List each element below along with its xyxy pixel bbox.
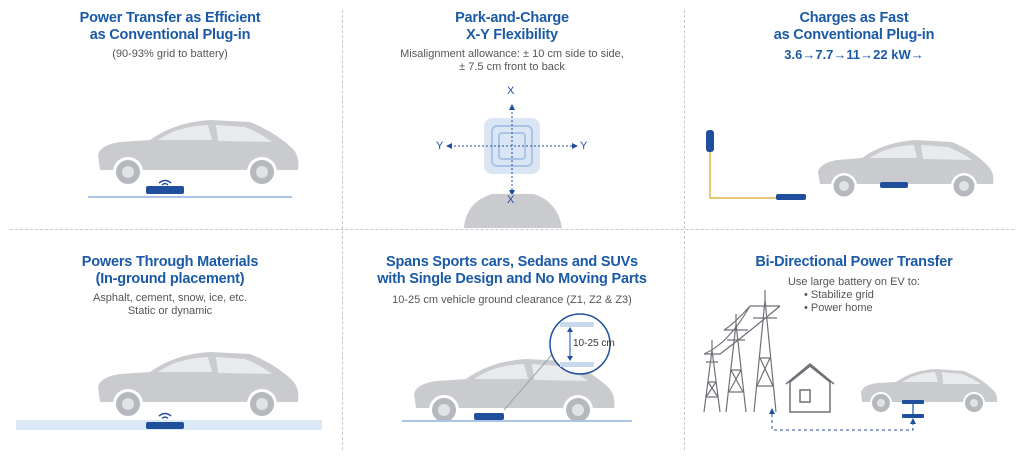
vehicle-pad <box>880 182 908 188</box>
title-line: as Conventional Plug-in <box>773 27 935 43</box>
panel-efficiency: Power Transfer as Efficient as Conventio… <box>0 0 340 228</box>
y-axis-label-left: Y <box>436 140 444 152</box>
xy-alignment-illustration <box>446 104 578 228</box>
grid-home-car-illustration <box>703 290 998 431</box>
house-icon <box>785 363 835 413</box>
car-icon <box>414 359 615 425</box>
panel-title: Charges as Fast as Conventional Plug-in <box>684 10 1024 44</box>
car-roof-icon <box>464 194 562 228</box>
panel-subtitle-line2: Static or dynamic <box>127 305 213 317</box>
car-icon <box>861 369 998 414</box>
panel-subtitle: Use large battery on EV to: <box>787 276 921 288</box>
ground-pad <box>902 414 924 418</box>
panel-title: Powers Through Materials (In-ground plac… <box>0 254 340 288</box>
x-axis-label-bottom: X <box>507 194 515 206</box>
power-flow-line <box>771 412 914 431</box>
y-axis-label-right: Y <box>580 140 588 152</box>
panel-title: Power Transfer as Efficient as Conventio… <box>0 10 340 44</box>
panel-materials: Powers Through Materials (In-ground plac… <box>0 232 340 460</box>
vertical-divider <box>684 10 685 450</box>
charge-speed-steps: 3.6→7.7→11→22 kW→ <box>784 47 924 62</box>
horizontal-divider <box>10 229 1014 230</box>
charging-pad <box>146 422 184 429</box>
bullet-power-home: • Power home <box>804 302 873 314</box>
ground-clearance-illustration <box>402 313 632 425</box>
car-on-pad-illustration <box>88 120 299 198</box>
title-line: Park-and-Charge <box>455 10 569 26</box>
in-ground-pad-illustration <box>16 352 322 430</box>
bullet-list: • Stabilize grid • Power home <box>804 289 874 315</box>
title-line: X-Y Flexibility <box>466 27 558 43</box>
charger-cable <box>709 152 776 199</box>
car-icon <box>818 140 994 199</box>
panel-subtitle: 10-25 cm vehicle ground clearance (Z1, Z… <box>392 294 632 306</box>
title-line: (In-ground placement) <box>95 271 245 287</box>
charging-pad <box>776 194 806 200</box>
panel-xy-flexibility: Park-and-Charge X-Y Flexibility Misalign… <box>342 0 682 228</box>
transmission-tower-icon <box>703 290 781 413</box>
panel-charge-speed: Charges as Fast as Conventional Plug-in … <box>684 0 1024 228</box>
charger-and-car-illustration <box>706 130 994 200</box>
title-line: Powers Through Materials <box>81 254 259 270</box>
wall-charger-icon <box>706 130 714 152</box>
title-line: Power Transfer as Efficient <box>79 10 261 26</box>
x-axis-label-top: X <box>507 85 515 97</box>
title-line: with Single Design and No Moving Parts <box>377 271 647 287</box>
charging-pad <box>146 186 184 194</box>
bullet-stabilize-grid: • Stabilize grid <box>804 289 874 301</box>
panel-title: Bi-Directional Power Transfer <box>755 254 953 270</box>
panel-bidirectional: Bi-Directional Power Transfer Use large … <box>684 232 1024 460</box>
panel-subtitle-line1: Misalignment allowance: ± 10 cm side to … <box>400 48 624 60</box>
panel-vehicle-range: Spans Sports cars, Sedans and SUVs with … <box>342 232 682 460</box>
panel-title: Spans Sports cars, Sedans and SUVs with … <box>342 254 682 288</box>
clearance-label: 10-25 cm <box>573 338 615 349</box>
panel-title: Park-and-Charge X-Y Flexibility <box>342 10 682 44</box>
panel-subtitle-line2: ± 7.5 cm front to back <box>459 61 565 73</box>
title-line: Charges as Fast <box>799 10 909 26</box>
zoom-callout <box>549 313 611 375</box>
car-icon <box>98 352 299 419</box>
vehicle-pad <box>902 400 924 404</box>
panel-subtitle: (90-93% grid to battery) <box>112 48 228 60</box>
panel-subtitle-line1: Asphalt, cement, snow, ice, etc. <box>92 292 248 304</box>
charging-pad <box>474 413 504 420</box>
title-line: Spans Sports cars, Sedans and SUVs <box>386 254 638 270</box>
callout-line <box>503 349 557 411</box>
title-line: as Conventional Plug-in <box>89 27 251 43</box>
car-icon <box>98 120 299 187</box>
vertical-divider <box>342 10 343 450</box>
